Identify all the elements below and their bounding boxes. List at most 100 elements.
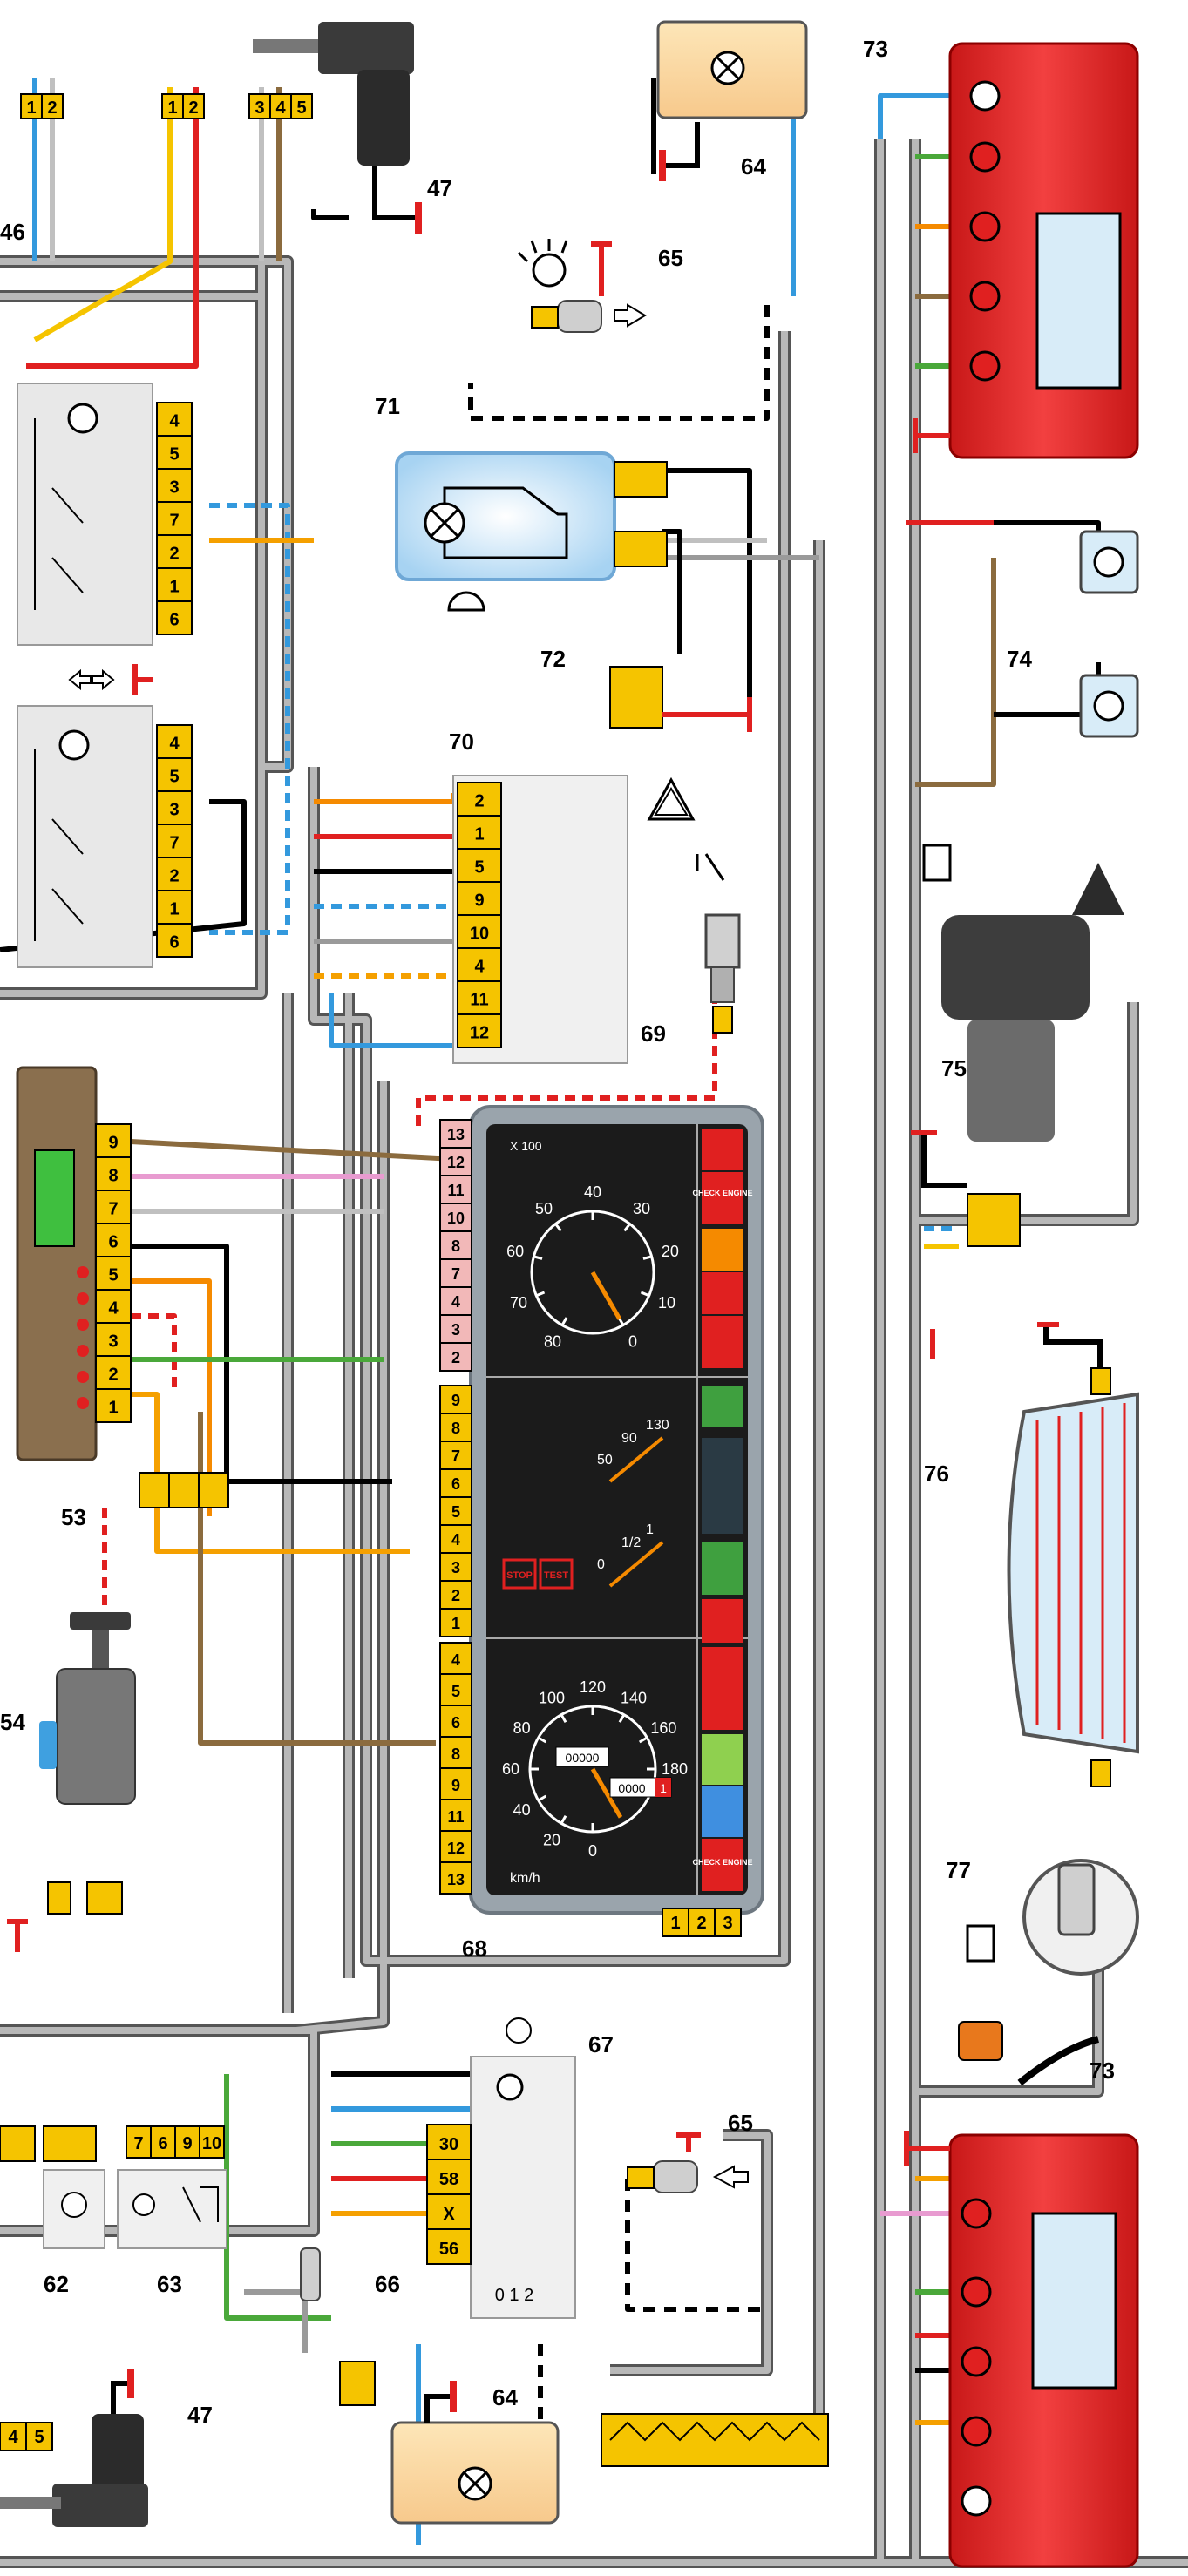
pin-label: 4 bbox=[169, 411, 180, 430]
connector-pin bbox=[426, 2159, 472, 2195]
speed-unit: km/h bbox=[510, 1871, 540, 1886]
oil-pressure-sensor bbox=[696, 853, 741, 1034]
dial-needle bbox=[590, 1767, 623, 1819]
pin-label: 6 bbox=[169, 932, 179, 952]
pin-label: 6 bbox=[451, 1475, 460, 1493]
connector-pin bbox=[439, 1767, 472, 1800]
dial-tick-label: 160 bbox=[650, 1719, 676, 1737]
stop-button-label: STOP bbox=[506, 1570, 533, 1581]
component-number: 75 bbox=[941, 1055, 967, 1081]
pin-label: 4 bbox=[8, 2428, 18, 2447]
pin-label: 3 bbox=[108, 1332, 118, 1351]
component-number: 73 bbox=[863, 36, 888, 62]
check-engine-label: CHECK ENGINE bbox=[692, 1858, 752, 1867]
pin-label: 5 bbox=[296, 98, 306, 118]
connector-pin bbox=[439, 1119, 472, 1149]
dial-tick bbox=[535, 1291, 546, 1298]
connector-pin bbox=[714, 1908, 742, 1937]
pin-label: 1 bbox=[108, 1398, 118, 1417]
pin-label: 2 bbox=[169, 866, 179, 885]
connector-pin bbox=[457, 782, 502, 817]
connector-pin bbox=[439, 1736, 472, 1769]
connector-pin bbox=[457, 914, 502, 949]
dial-tick-label: 80 bbox=[513, 1719, 531, 1737]
connector-pin bbox=[439, 1342, 472, 1372]
pin-label: 3 bbox=[451, 1321, 460, 1339]
gauge-needle bbox=[608, 1541, 664, 1588]
connector-pin bbox=[439, 1203, 472, 1232]
dial-tick bbox=[533, 1255, 543, 1260]
connector-pin bbox=[439, 1468, 472, 1498]
pin-label: 1 bbox=[169, 899, 179, 919]
pin-label: 58 bbox=[439, 2170, 458, 2189]
component-number: 63 bbox=[157, 2271, 182, 2297]
connector-pin bbox=[95, 1223, 132, 1257]
pin-label: 2 bbox=[188, 98, 198, 118]
pin-label: 5 bbox=[169, 767, 179, 786]
pin-label: 8 bbox=[108, 1166, 118, 1185]
connector-bottom-mid bbox=[339, 2361, 829, 2467]
connector-pin bbox=[439, 1799, 472, 1832]
connector-top-c: 3 4 5 bbox=[248, 93, 313, 119]
courtesy-lamp-top bbox=[656, 20, 808, 181]
pin-label: 9 bbox=[451, 1777, 460, 1794]
pin-label: 9 bbox=[451, 1392, 460, 1409]
connector-pin bbox=[457, 1013, 502, 1048]
unit-53 bbox=[16, 1066, 98, 1461]
pin-label: 56 bbox=[439, 2240, 458, 2259]
fog-lamp-relay-62 bbox=[0, 2125, 105, 2249]
connector-pin bbox=[199, 2125, 225, 2159]
pin-label: 1 bbox=[670, 1914, 680, 1933]
pin-label: 4 bbox=[474, 957, 485, 976]
dial-tick bbox=[537, 1736, 547, 1744]
dial-tick-label: 60 bbox=[502, 1760, 519, 1778]
pin-label: 2 bbox=[47, 98, 57, 118]
pin-label: 3 bbox=[169, 800, 179, 819]
connector-pin bbox=[439, 1673, 472, 1706]
connector-pin bbox=[662, 1908, 689, 1937]
tach-multiplier: X 100 bbox=[510, 1139, 542, 1153]
dial-tick-label: 100 bbox=[539, 1690, 565, 1707]
pin-label: 1 bbox=[474, 824, 484, 844]
gauge-tick-label: 1/2 bbox=[621, 1535, 641, 1550]
pin-label: 5 bbox=[451, 1683, 460, 1700]
connector-pin bbox=[156, 824, 193, 858]
gauge-needle bbox=[608, 1436, 664, 1483]
connector-pin bbox=[688, 1908, 716, 1937]
connector-pin bbox=[439, 1413, 472, 1442]
licence-plate-lamps bbox=[906, 520, 1139, 738]
rear-light-top bbox=[913, 42, 1139, 459]
pin-label: 13 bbox=[447, 1126, 465, 1143]
seat-heater-switch bbox=[609, 666, 752, 732]
dial-tick-label: 140 bbox=[621, 1690, 647, 1707]
dial-tick-label: 0 bbox=[588, 1842, 597, 1860]
component-number: 72 bbox=[540, 646, 566, 672]
dial-needle bbox=[590, 1271, 622, 1320]
pin-label: 7 bbox=[451, 1447, 460, 1465]
switch-positions: 0 1 2 bbox=[495, 2286, 533, 2305]
connector-pin bbox=[174, 2125, 200, 2159]
component-number: 65 bbox=[728, 2110, 753, 2136]
connector-pin bbox=[156, 724, 193, 759]
pin-label: 11 bbox=[447, 1182, 464, 1199]
connector-pin bbox=[25, 2422, 53, 2451]
connector-pin bbox=[439, 1314, 472, 1344]
pin-label: 10 bbox=[202, 2134, 221, 2153]
pin-label: 10 bbox=[470, 924, 489, 943]
component-number: 47 bbox=[187, 2402, 213, 2428]
pin-label: 5 bbox=[474, 858, 484, 877]
dial-tick bbox=[560, 1317, 568, 1326]
pin-label: 1 bbox=[26, 98, 36, 118]
connector-pin bbox=[156, 468, 193, 503]
arrow-symbols bbox=[68, 664, 153, 695]
pin-label: 1 bbox=[169, 577, 179, 596]
connector-pin bbox=[156, 402, 193, 437]
connector-pin bbox=[95, 1190, 132, 1224]
connector-pin bbox=[156, 501, 193, 536]
light-switch-upper bbox=[17, 383, 153, 646]
